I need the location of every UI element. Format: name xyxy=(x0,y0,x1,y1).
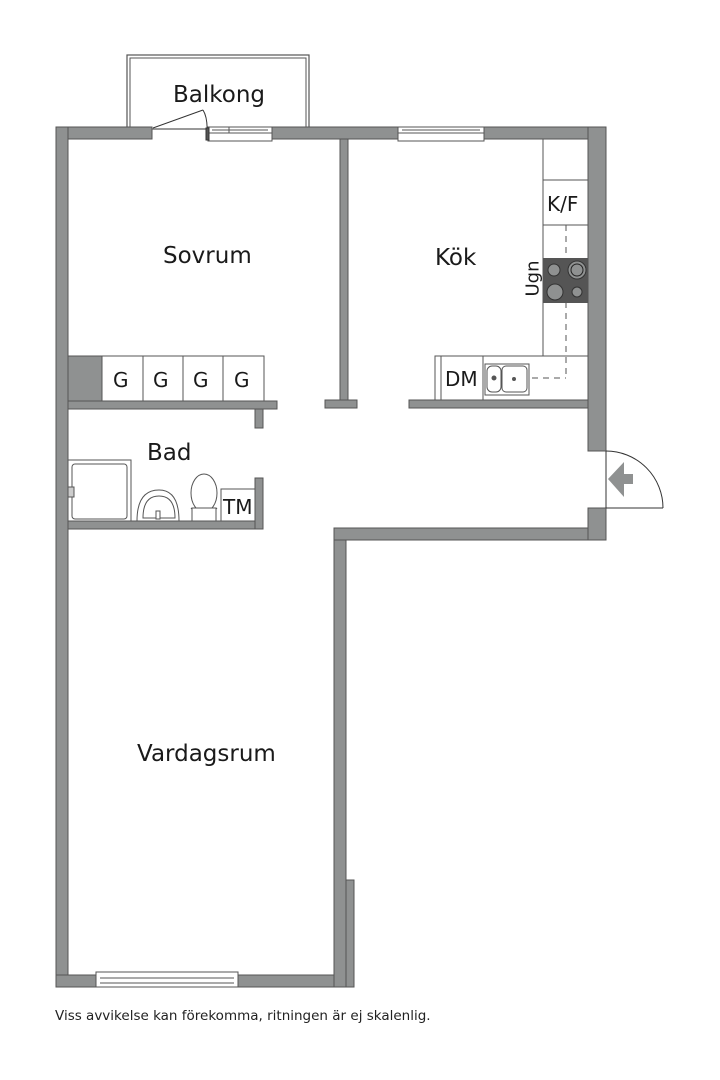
room-label-balkong: Balkong xyxy=(173,82,266,108)
wardrobe-label: G xyxy=(193,368,209,392)
wardrobe-label: G xyxy=(153,368,169,392)
disclaimer-text: Viss avvikelse kan förekomma, ritningen … xyxy=(55,1008,431,1024)
room-label-kok: Kök xyxy=(435,245,477,271)
fridge-freezer-label: K/F xyxy=(547,192,579,216)
walls xyxy=(55,126,607,988)
wardrobe-label: G xyxy=(234,368,250,392)
room-label-vardagsrum: Vardagsrum xyxy=(137,741,276,767)
entrance-door xyxy=(605,450,664,509)
stove-icon xyxy=(543,258,588,303)
entrance-arrow-icon xyxy=(608,462,633,497)
room-label-bad: Bad xyxy=(147,440,192,466)
balcony-door xyxy=(152,109,210,141)
wardrobes xyxy=(101,355,265,402)
toilet-icon xyxy=(190,473,218,522)
dishwasher-label: DM xyxy=(445,367,478,391)
oven-label: Ugn xyxy=(522,260,544,297)
wardrobe-label: G xyxy=(113,368,129,392)
windows xyxy=(95,126,485,988)
washing-machine-label: TM xyxy=(223,495,253,519)
sink-icon xyxy=(484,363,530,396)
room-label-sovrum: Sovrum xyxy=(163,243,252,269)
washbasin-icon xyxy=(136,489,180,522)
washing-machine xyxy=(220,488,256,522)
shower-icon xyxy=(67,459,132,522)
